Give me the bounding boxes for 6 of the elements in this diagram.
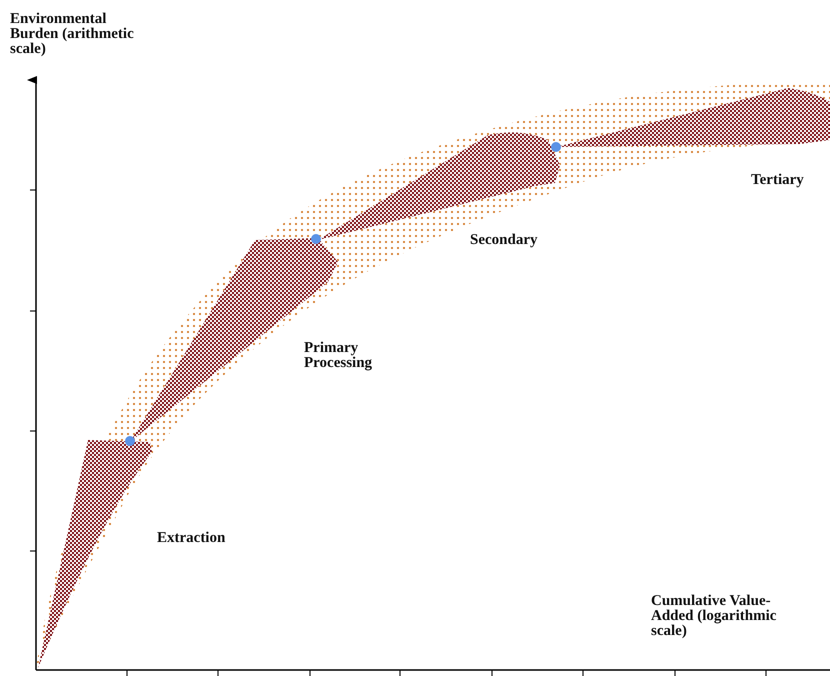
axis-title: Cumulative Value-Added (logarithmic scale) [651,594,778,639]
stage-label: Secondary [470,233,538,248]
axis-title: Environmental Burden (arithmetic scale) [10,12,135,57]
stage-label: Extraction [157,531,226,546]
stage-label: Tertiary [751,173,805,188]
stage-label: Primary Processing [304,341,374,371]
